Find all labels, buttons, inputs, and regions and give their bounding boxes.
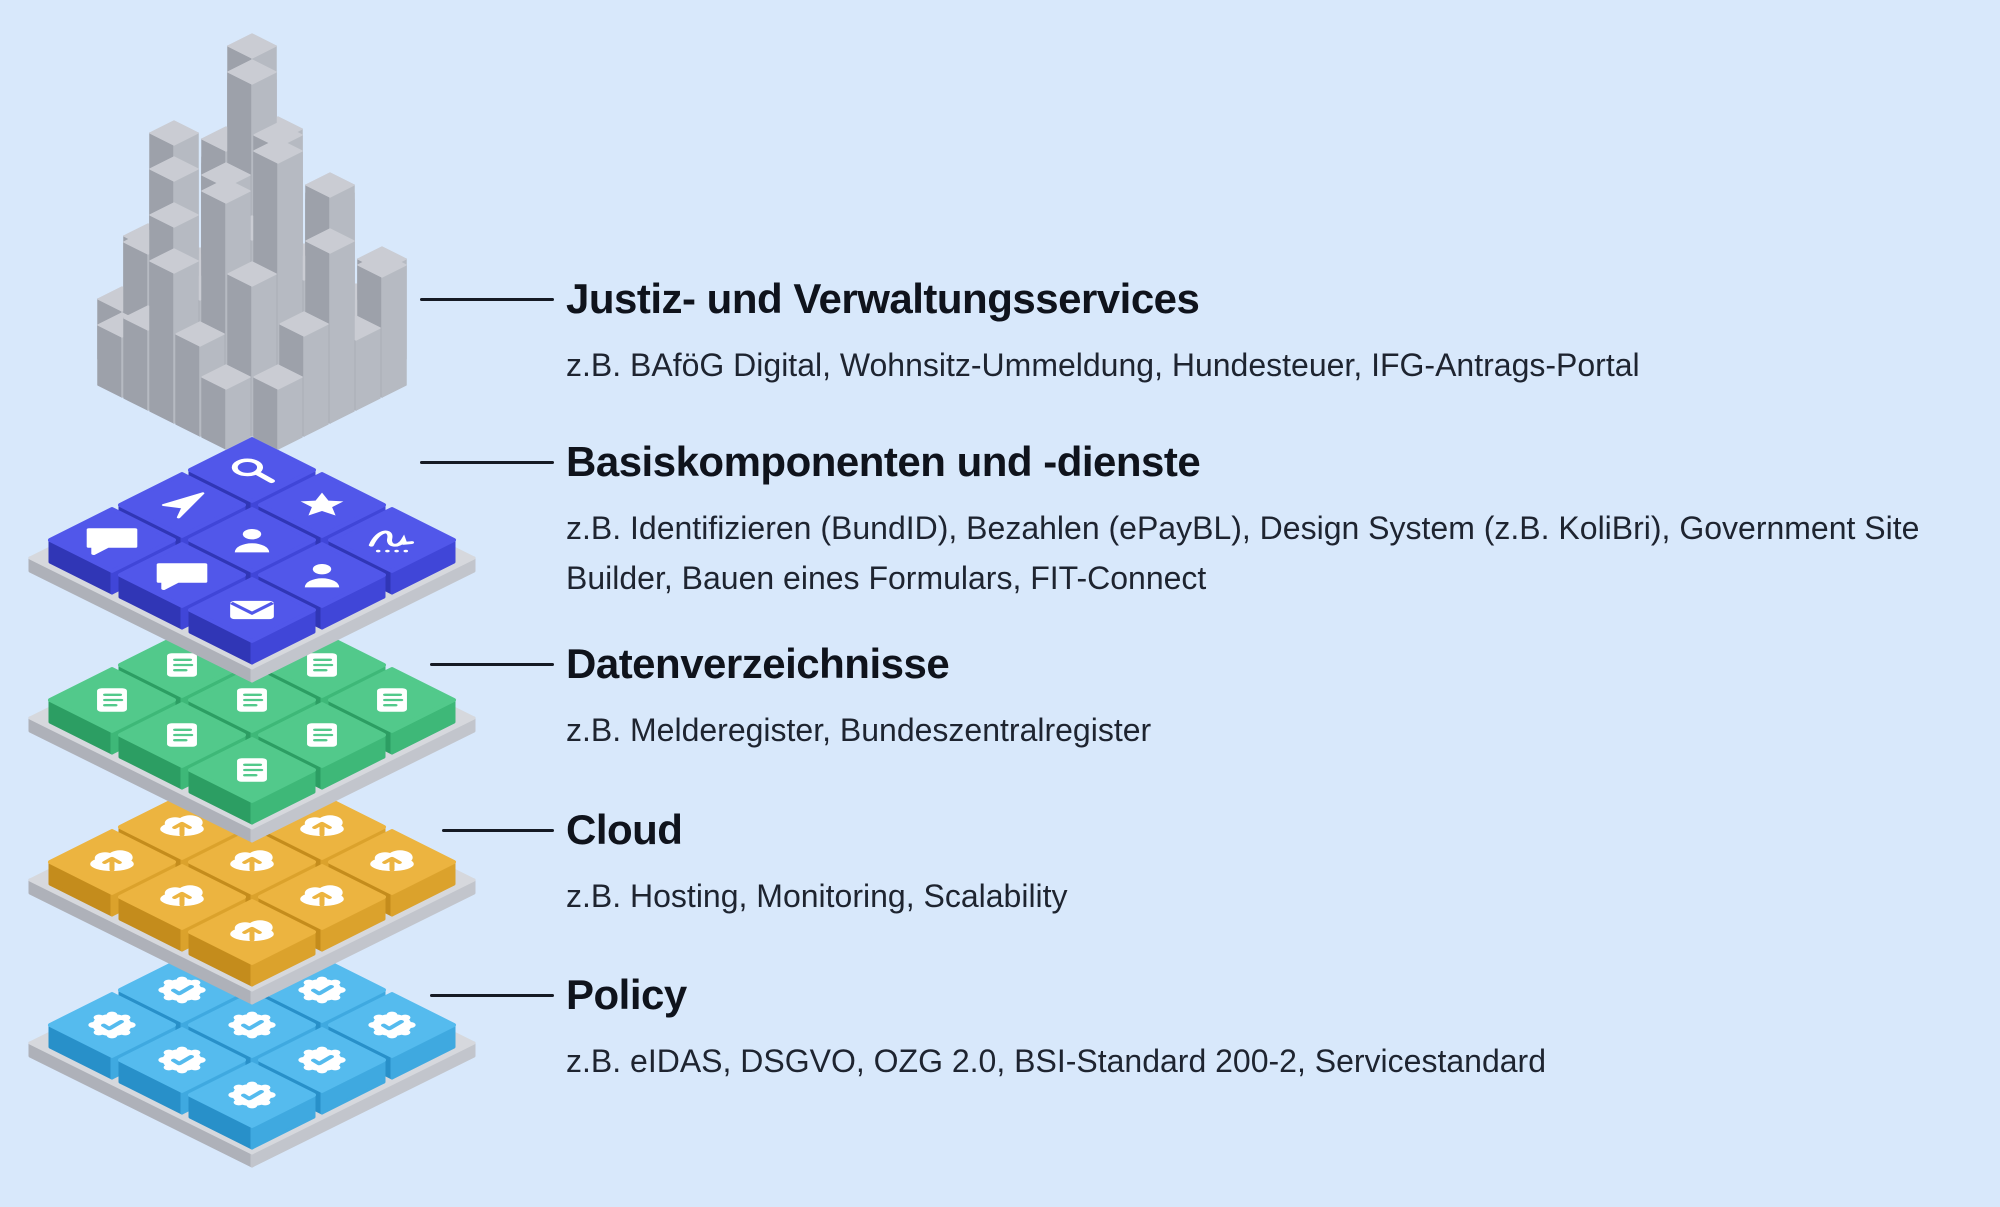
label-group-services: Justiz- und Verwaltungsservices z.B. BAf… — [566, 274, 1640, 390]
layer-description-datenverzeichnisse: z.B. Melderegister, Bundeszentralregiste… — [566, 712, 1152, 748]
document-icon — [167, 723, 197, 746]
layer-description-basiskomponenten: z.B. Identifizieren (BundID), Bezahlen (… — [566, 510, 1920, 596]
document-icon — [237, 688, 267, 711]
layer-title-cloud: Cloud — [566, 806, 683, 853]
city-blocks-graphic — [97, 33, 407, 450]
label-group-cloud: Cloud z.B. Hosting, Monitoring, Scalabil… — [566, 805, 1068, 921]
layer-title-basiskomponenten: Basiskomponenten und -dienste — [566, 438, 1201, 485]
document-icon — [97, 688, 127, 711]
connector-line-datenverzeichnisse — [430, 663, 554, 666]
layer-title-datenverzeichnisse: Datenverzeichnisse — [566, 640, 950, 687]
layer-description-policy: z.B. eIDAS, DSGVO, OZG 2.0, BSI-Standard… — [566, 1043, 1546, 1079]
document-icon — [307, 723, 337, 746]
layer-title-policy: Policy — [566, 971, 687, 1018]
badge-check-icon — [228, 1012, 275, 1039]
layer-title-services: Justiz- und Verwaltungsservices — [566, 275, 1200, 322]
mail-icon — [230, 601, 274, 619]
connector-line-policy — [430, 994, 554, 997]
badge-check-icon — [228, 1082, 275, 1109]
document-icon — [307, 653, 337, 676]
label-group-basiskomponenten: Basiskomponenten und -dienste z.B. Ident… — [566, 437, 1966, 603]
badge-check-icon — [298, 977, 345, 1004]
document-icon — [167, 653, 197, 676]
badge-check-icon — [158, 1047, 205, 1074]
document-icon — [237, 758, 267, 781]
cloud-graphic — [28, 759, 476, 1005]
badge-check-icon — [158, 977, 205, 1004]
label-group-datenverzeichnisse: Datenverzeichnisse z.B. Melderegister, B… — [566, 639, 1151, 755]
layer-description-services: z.B. BAföG Digital, Wohnsitz-Ummeldung, … — [566, 347, 1640, 383]
connector-line-basiskomponenten — [420, 461, 554, 464]
badge-check-icon — [298, 1047, 345, 1074]
connector-line-cloud — [442, 829, 554, 832]
layer-description-cloud: z.B. Hosting, Monitoring, Scalability — [566, 878, 1068, 914]
basiskomponenten-und-dienste-graphic — [28, 437, 476, 683]
label-group-policy: Policy z.B. eIDAS, DSGVO, OZG 2.0, BSI-S… — [566, 970, 1546, 1086]
document-icon — [377, 688, 407, 711]
badge-check-icon — [368, 1012, 415, 1039]
badge-check-icon — [88, 1012, 135, 1039]
connector-line-services — [420, 298, 554, 301]
